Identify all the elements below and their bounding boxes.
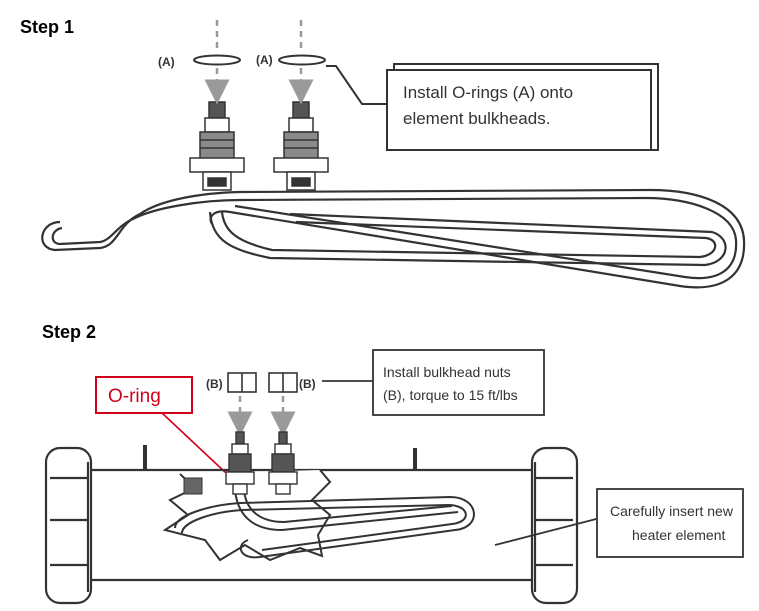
- insertion-arrows-step1: [204, 20, 314, 105]
- nut-b-left: [227, 372, 257, 393]
- step2-title: Step 2: [42, 322, 96, 342]
- oring-label-box: [95, 376, 193, 414]
- label-a-left: (A): [158, 55, 175, 69]
- callout-step1-line2: element bulkheads.: [403, 109, 550, 128]
- insertion-arrows-step2: [227, 396, 296, 437]
- nut-b-right: [268, 372, 298, 393]
- end-cap-right: [530, 446, 579, 605]
- bulkhead-left-step2: [225, 431, 255, 495]
- label-a-right: (A): [256, 53, 273, 67]
- oring-label: O-ring: [108, 386, 161, 407]
- callout-step1-line1: Install O-rings (A) onto: [403, 83, 573, 102]
- step1-title: Step 1: [20, 17, 74, 37]
- label-b-left: (B): [206, 377, 223, 391]
- heater-element-step2: [174, 489, 601, 559]
- callout-step1: Install O-rings (A) onto element bulkhea…: [386, 63, 659, 151]
- callout-leader-step1: [326, 65, 394, 105]
- bulkhead-right-step2: [268, 431, 298, 495]
- callout-side-line1: Carefully insert new: [610, 503, 734, 519]
- bulkhead-left-step1: [189, 101, 245, 191]
- callout-top-line1: Install bulkhead nuts: [383, 364, 511, 380]
- bulkhead-right-step1: [273, 101, 329, 191]
- label-b-right: (B): [299, 377, 316, 391]
- callout-top-step2: Install bulkhead nuts (B), torque to 15 …: [372, 349, 545, 416]
- oring-pointer-line: [161, 412, 227, 474]
- oring-a-left: [193, 54, 241, 66]
- callout-top-line2: (B), torque to 15 ft/lbs: [383, 387, 518, 403]
- end-cap-left: [44, 446, 93, 605]
- heater-element-step1: [41, 188, 746, 289]
- callout-side-step2: Carefully insert new heater element: [596, 488, 744, 558]
- cutaway-block: [183, 477, 203, 495]
- oring-a-right: [278, 54, 326, 66]
- callout-side-line2: heater element: [632, 527, 726, 543]
